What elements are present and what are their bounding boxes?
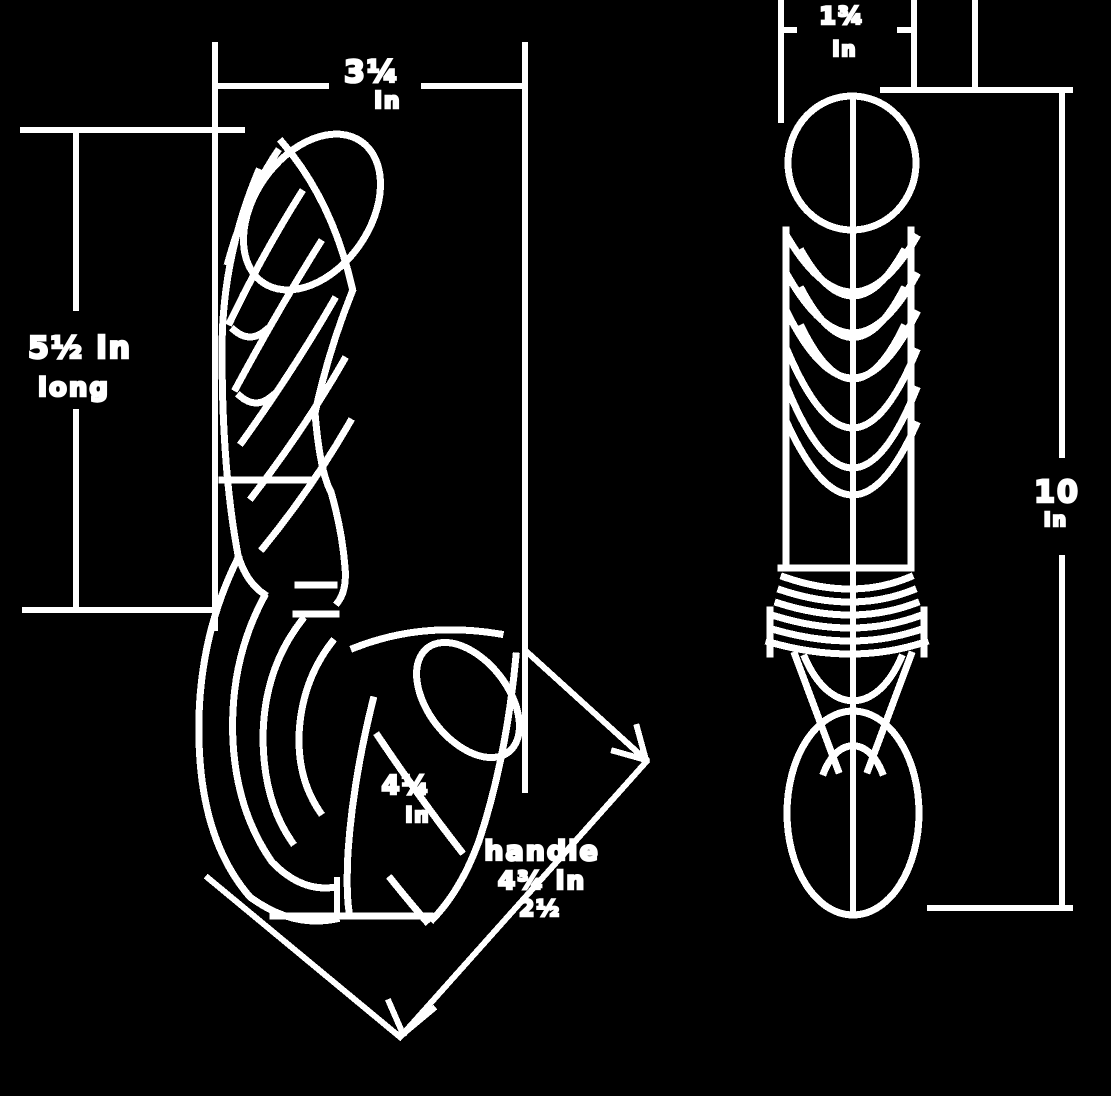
neck-slant-right	[863, 650, 916, 775]
handle-width-unit: in	[405, 803, 430, 827]
curl-inner-edge-2	[259, 615, 307, 847]
right-width-unit: in	[832, 37, 857, 61]
right-front-view: 1¾ in 10 in	[764, 0, 1080, 919]
flare-ridge-arc	[770, 611, 924, 632]
front-view-head	[784, 92, 920, 234]
handle-length-dimension-line	[398, 757, 651, 1039]
curl-inner-edge-3	[295, 637, 337, 817]
flare-ridge-arc	[764, 637, 930, 658]
rib-crescent-inner	[797, 323, 908, 383]
handle-length-label-3: 2½	[519, 897, 561, 922]
rib-crescent-inner	[797, 285, 908, 341]
handle-top-edge	[349, 626, 505, 653]
curl-inner-edge-1	[229, 592, 341, 892]
left-view-head-ridge	[277, 137, 357, 292]
neck-arc-lower	[819, 742, 887, 777]
neck-arc-upper	[800, 653, 906, 705]
flare-ridge-arc	[767, 624, 927, 645]
front-view-base-oval	[783, 707, 923, 919]
left-upper-length-unit: long	[38, 373, 110, 403]
flare-ridge-arc	[779, 572, 915, 593]
flare-ridge-arc	[776, 585, 918, 606]
left-view-spiral-ridges	[218, 147, 355, 618]
spiral-ridge-line	[237, 295, 339, 447]
left-upper-length-label: 5½ in	[28, 331, 132, 366]
right-view-labels: 1¾ in 10 in	[818, 1, 1080, 533]
front-view-flare-ridges	[764, 572, 930, 658]
right-width-label: 1¾	[819, 2, 865, 30]
rib-crescent-inner	[797, 247, 908, 300]
left-overall-width-unit: in	[374, 89, 401, 114]
front-view-rib-crescents	[783, 233, 921, 499]
rib-crescent	[783, 420, 921, 499]
spiral-ridge-line	[223, 147, 282, 267]
right-overall-height-unit: in	[1044, 509, 1068, 531]
rib-crescent	[783, 347, 921, 432]
handle-length-label-2: 4¾ in	[498, 866, 586, 895]
right-overall-height-label: 10	[1034, 475, 1080, 510]
rib-crescent	[783, 385, 921, 472]
handle-inner-line-1	[373, 731, 466, 856]
spiral-ridge-line	[225, 188, 306, 327]
left-overall-width-label: 3¼	[344, 55, 400, 90]
handle-width-arrowhead	[610, 723, 650, 764]
spiral-ridge-crescent	[229, 325, 271, 341]
handle-left-edge	[343, 695, 378, 916]
handle-right-edge	[428, 652, 520, 924]
spiral-ridge-line	[231, 238, 325, 393]
handle-length-arrowhead	[385, 998, 438, 1039]
handle-width-label: 4¼	[381, 771, 430, 801]
handle-width-dimension-line	[522, 647, 651, 765]
left-view-shaft-right-edge	[311, 287, 357, 607]
left-view-labels: 3¼ in 5½ in long 4¼ in handle 4¾ in 2½	[27, 54, 600, 924]
left-view-handle	[269, 626, 523, 926]
neck-slant-left	[790, 650, 843, 775]
spiral-ridge-crescent	[235, 391, 277, 407]
handle-dimension-lines	[203, 647, 651, 1042]
spiral-ridge-line	[247, 355, 349, 502]
spiral-ridge-line	[258, 417, 355, 553]
front-view-neck-cross	[790, 650, 916, 777]
left-side-view: 3¼ in 5½ in long 4¼ in handle 4¾ in 2½	[20, 42, 651, 1042]
handle-extension-line-diagonal	[203, 873, 405, 1042]
handle-length-label-1: handle	[484, 836, 600, 867]
handle-oval-detail	[413, 638, 523, 762]
flare-ridge-arc	[773, 598, 921, 619]
